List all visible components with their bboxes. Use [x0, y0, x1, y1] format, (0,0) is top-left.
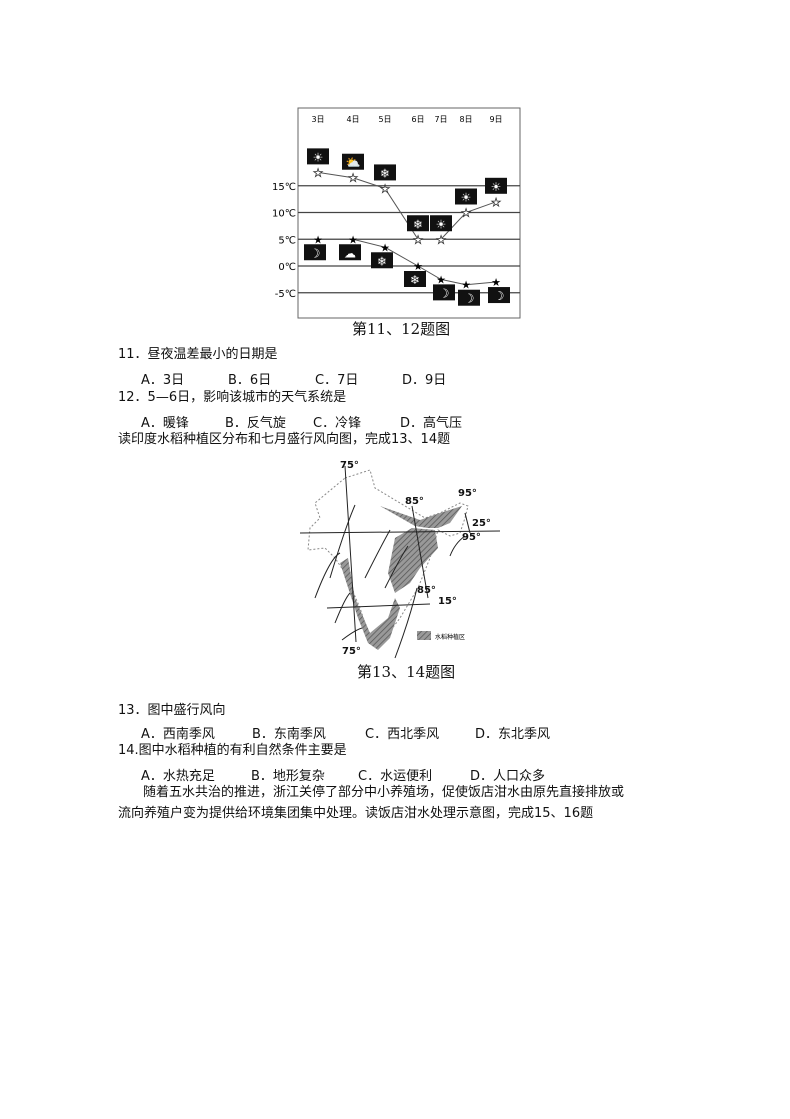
moon-icon: ☽	[494, 289, 505, 303]
star-point: ★	[313, 166, 323, 179]
x-tick-label: 8日	[459, 115, 472, 124]
map-label: 75°	[340, 460, 359, 471]
x-tick-label: 5日	[378, 115, 391, 124]
q13-option-b: B．东南季风	[252, 727, 326, 742]
rain-snow-icon: ❄	[380, 166, 390, 180]
star-point: ★	[413, 233, 423, 246]
map-label: 95°	[458, 488, 477, 499]
q13-stem: 13．图中盛行风向	[118, 703, 226, 718]
q11-option-d: D．9日	[402, 373, 447, 388]
weather-icon-box	[430, 215, 452, 232]
cloudy-moon-icon: ☁	[344, 246, 356, 260]
india-rice-map: 75° 85° 95° 25° 95° 85° 15° 75° 水稻种植区	[299, 460, 501, 659]
sun-icon: ☀	[491, 180, 502, 194]
y-tick-label: 15℃	[272, 182, 296, 193]
series-line-day-high	[317, 171, 497, 240]
weather-icon-box	[374, 164, 396, 181]
star-point: ★	[491, 196, 501, 209]
rain-snow-icon: ❄	[410, 273, 420, 287]
q11-option-b: B．6日	[228, 373, 272, 388]
rain-snow-icon: ❄	[413, 217, 423, 231]
map-label: 25°	[472, 518, 491, 529]
weather-icon-box	[339, 244, 361, 261]
y-tick-label: -5℃	[275, 289, 296, 300]
map-caption: 第13、14题图	[357, 663, 456, 681]
q12-option-d: D．高气压	[400, 416, 463, 431]
passage-line-1: 随着五水共治的推进，浙江关停了部分中小养殖场，促使饭店泔水由原先直接排放或	[143, 785, 625, 800]
moon-icon: ☽	[464, 292, 475, 306]
q13-14-intro: 读印度水稻种植区分布和七月盛行风向图，完成13、14题	[118, 432, 451, 447]
star-point: ★	[413, 260, 423, 273]
q13-option-c: C．西北季风	[365, 727, 440, 742]
q14-option-a: A．水热充足	[141, 769, 215, 784]
q11-option-a: A．3日	[141, 373, 185, 388]
weather-icon-box	[407, 215, 429, 232]
map-legend-label: 水稻种植区	[435, 633, 465, 641]
sun-icon: ☀	[313, 150, 324, 164]
weather-icon-box	[304, 244, 326, 261]
weather-icon-box	[488, 287, 510, 304]
star-point: ★	[436, 233, 446, 246]
q11-stem: 11．昼夜温差最小的日期是	[118, 347, 278, 362]
star-point: ★	[436, 273, 446, 286]
weather-icon-box	[404, 271, 426, 287]
q12-stem: 12．5—6日，影响该城市的天气系统是	[118, 390, 347, 405]
star-point: ★	[348, 172, 358, 185]
q12-option-c: C．冷锋	[313, 416, 362, 431]
q14-option-d: D．人口众多	[470, 769, 546, 784]
moon-icon: ☽	[439, 286, 450, 300]
map-label: 85°	[405, 496, 424, 507]
cloudy-sun-icon: ⛅	[346, 156, 361, 170]
weather-icon-box	[433, 284, 455, 301]
map-label: 85°	[417, 585, 436, 596]
weather-icon-box	[307, 148, 329, 165]
q14-option-b: B．地形复杂	[251, 769, 325, 784]
map-label: 95°	[462, 532, 481, 543]
weather-icon-box	[458, 289, 480, 306]
q11-option-c: C．7日	[315, 373, 359, 388]
q12-option-b: B．反气旋	[225, 416, 286, 431]
x-tick-label: 7日	[434, 115, 447, 124]
map-label: 75°	[342, 646, 361, 657]
rice-area-north	[380, 506, 462, 528]
x-tick-label: 4日	[346, 115, 359, 124]
rain-snow-icon: ❄	[377, 254, 387, 268]
star-point: ★	[491, 276, 501, 289]
chart-caption: 第11、12题图	[352, 320, 451, 338]
weather-icon-box	[485, 177, 507, 194]
q13-option-d: D．东北季风	[475, 727, 551, 742]
star-point: ★	[348, 233, 358, 246]
weather-icon-box	[455, 188, 477, 205]
moon-icon: ☽	[310, 246, 321, 260]
series-line-night-low	[318, 238, 497, 286]
q12-option-a: A．暖锋	[141, 416, 189, 431]
map-label: 15°	[438, 596, 457, 607]
star-point: ★	[461, 279, 471, 292]
x-tick-label: 3日	[311, 115, 324, 124]
rice-area-west-coast	[340, 558, 400, 650]
x-tick-label: 9日	[489, 115, 502, 124]
y-tick-label: 10℃	[272, 209, 296, 220]
rice-area-east	[388, 528, 438, 593]
legend-swatch	[417, 631, 431, 640]
weather-icon-box	[342, 153, 364, 170]
sun-icon: ☀	[436, 217, 447, 231]
weather-icon-box	[371, 252, 393, 269]
star-point: ★	[461, 207, 471, 220]
passage-line-2: 流向养殖户变为提供给环境集团集中处理。读饭店泔水处理示意图，完成15、16题	[118, 806, 594, 821]
sun-icon: ☀	[461, 191, 472, 205]
y-tick-label: 5℃	[278, 235, 296, 246]
q14-stem: 14.图中水稻种植的有利自然条件主要是	[118, 743, 347, 758]
x-tick-label: 6日	[411, 115, 424, 124]
q14-option-c: C．水运便利	[358, 769, 433, 784]
y-tick-label: 0℃	[278, 262, 296, 273]
star-point: ★	[313, 233, 323, 246]
india-outline	[307, 469, 469, 649]
star-point: ★	[380, 241, 390, 254]
wind-arrows	[299, 465, 501, 659]
q13-option-a: A．西南季风	[141, 727, 215, 742]
star-point: ★	[380, 182, 390, 195]
